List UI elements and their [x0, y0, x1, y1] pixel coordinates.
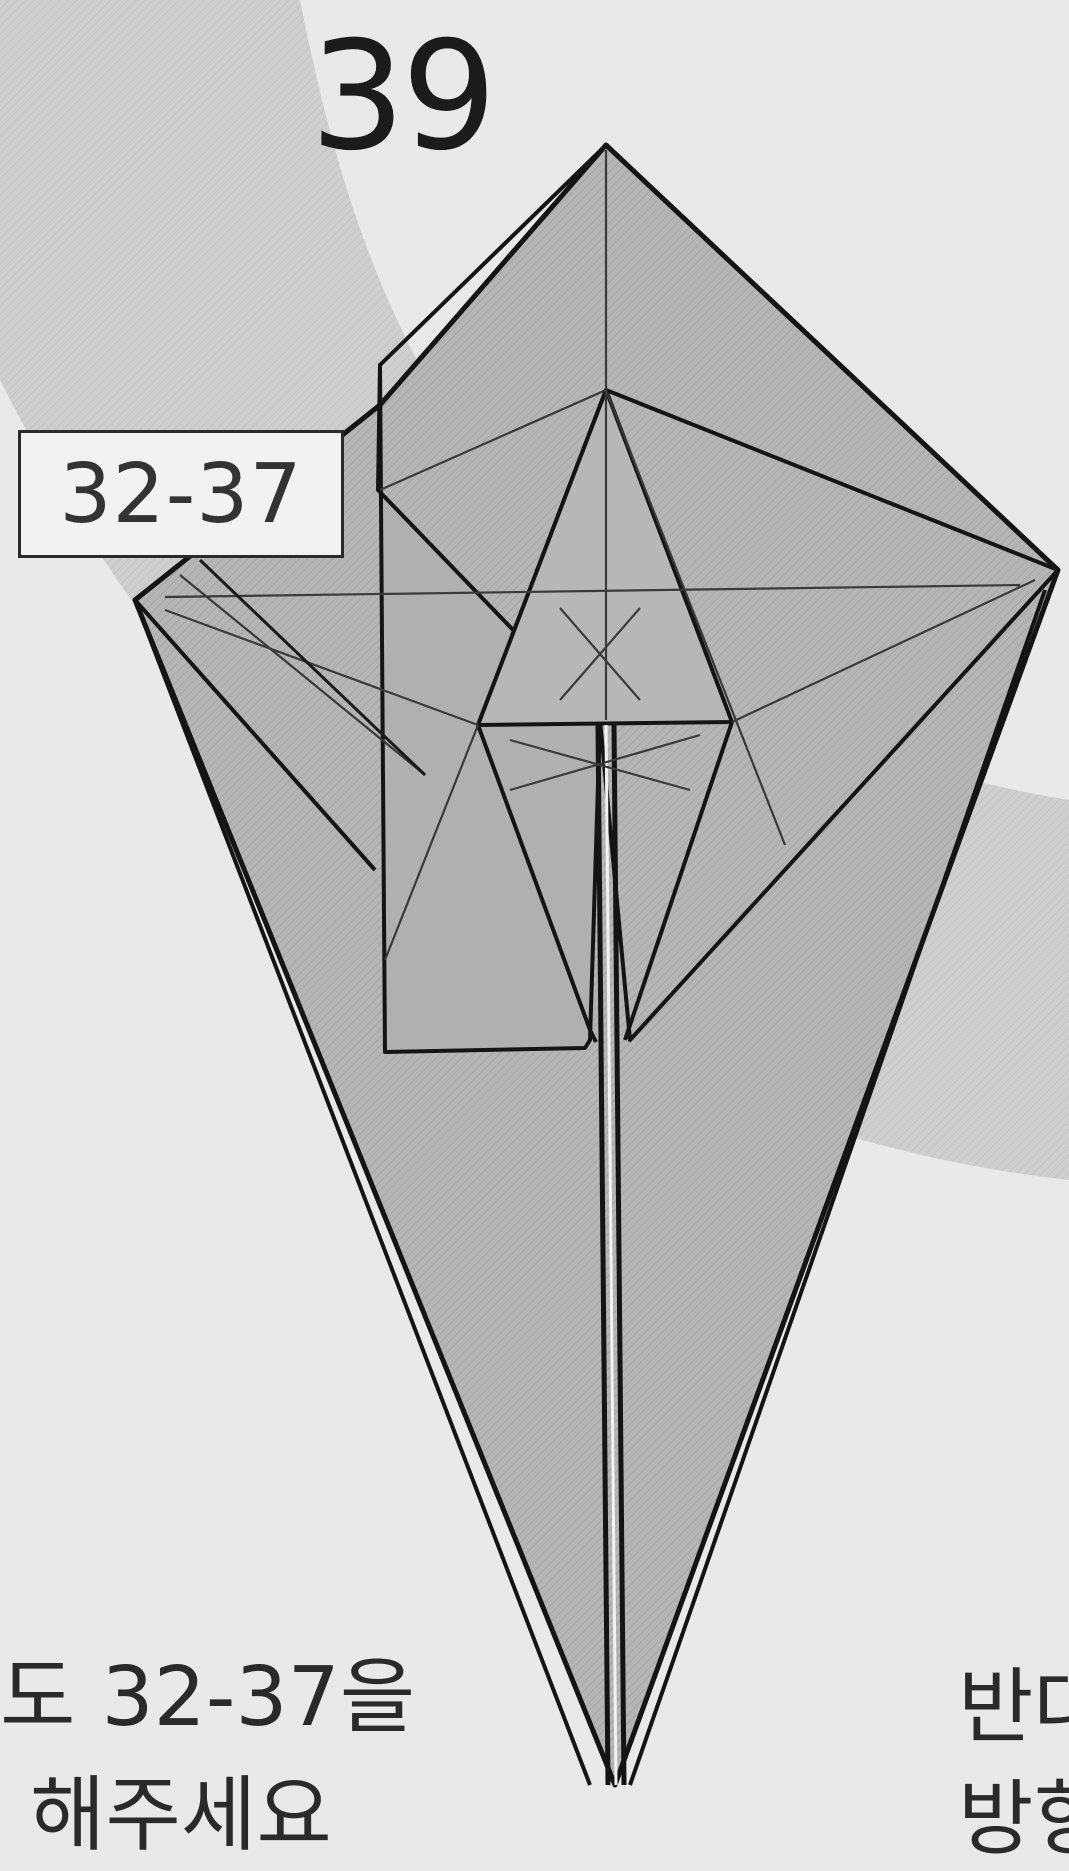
reference-label-box: 32-37: [18, 430, 344, 558]
caption-right-line1: 반대: [958, 1640, 1069, 1759]
caption-left-line1: 도 32-37을: [0, 1630, 415, 1749]
caption-left-line2: 해주세요: [30, 1748, 332, 1867]
origami-diagram: [0, 0, 1069, 1791]
step-number: 39: [310, 22, 493, 172]
caption-right-line2: 방향: [958, 1752, 1069, 1871]
reference-label: 32-37: [59, 447, 302, 542]
